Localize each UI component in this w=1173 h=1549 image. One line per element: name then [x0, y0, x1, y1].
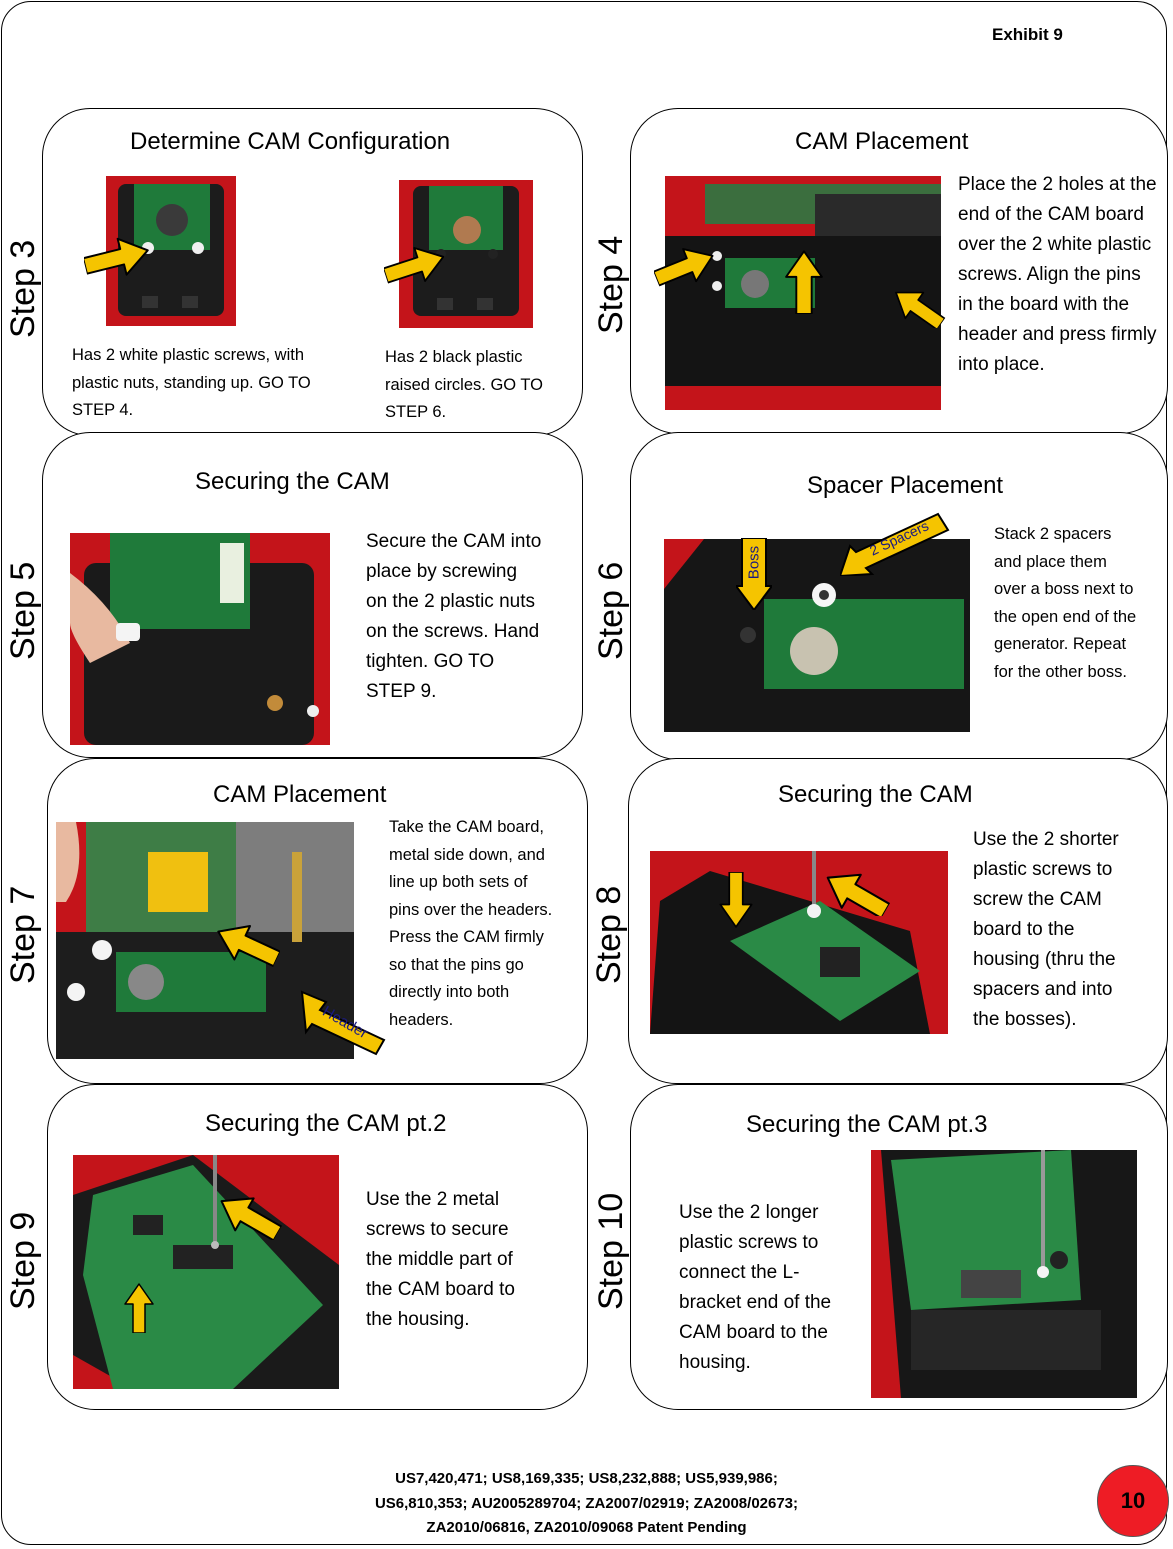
step7-text: Take the CAM board, metal side down, and… — [389, 818, 553, 1029]
step10-title: Securing the CAM pt.3 — [746, 1111, 988, 1138]
exhibit-label: Exhibit 9 — [992, 25, 1063, 44]
page-number-badge: 10 — [1097, 1465, 1169, 1537]
step3-title: Determine CAM Configuration — [130, 128, 451, 155]
step8-arrow-down — [719, 872, 753, 928]
step10-photo — [871, 1150, 1137, 1398]
patent-line-1: US7,420,471; US8,169,335; US8,232,888; U… — [395, 1470, 778, 1487]
step4-text: Place the 2 holes at the end of the CAM … — [958, 174, 1157, 375]
step4-title: CAM Placement — [795, 128, 969, 155]
step4-label: Step 4 — [592, 235, 630, 334]
step3-right-caption: Has 2 black plastic raised circles. GO T… — [385, 348, 544, 421]
step3-right-arrow — [384, 244, 446, 288]
step9-arrow-up — [124, 1283, 154, 1333]
header-callout: Header — [300, 990, 386, 1056]
step5-label: Step 5 — [4, 561, 42, 660]
patent-notice: US7,420,471; US8,169,335; US8,232,888; U… — [0, 1467, 1173, 1541]
boss-callout-text: Boss — [745, 545, 763, 580]
step9-title: Securing the CAM pt.2 — [205, 1110, 447, 1137]
step6-label: Step 6 — [592, 561, 630, 660]
step3-left-arrow — [84, 236, 150, 280]
step8-title: Securing the CAM — [778, 781, 973, 808]
step6-title: Spacer Placement — [807, 472, 1004, 499]
step8-arrow-diag — [822, 872, 890, 916]
step10-label: Step 10 — [592, 1192, 630, 1310]
patent-line-2: US6,810,353; AU2005289704; ZA2007/02919;… — [374, 1494, 799, 1512]
step7-title: CAM Placement — [213, 781, 387, 808]
step4-arrow-left — [654, 246, 716, 288]
step4-arrow-up — [785, 250, 823, 314]
step9-arrow-diag — [216, 1194, 282, 1240]
step10-text: Use the 2 longer plastic screws to conne… — [679, 1202, 832, 1373]
step7-arrow — [214, 922, 280, 968]
spacers-callout: 2 Spacers — [838, 508, 950, 578]
step9-photo — [73, 1155, 339, 1389]
patent-line-3: ZA2010/06816, ZA2010/09068 Patent Pendin… — [426, 1519, 747, 1536]
step3-right-photo — [399, 180, 533, 328]
step5-photo — [70, 533, 330, 745]
step8-text: Use the 2 shorter plastic screws to scre… — [973, 829, 1119, 1030]
step3-label: Step 3 — [4, 239, 42, 338]
step4-arrow-right — [890, 288, 946, 328]
step5-title: Securing the CAM — [195, 468, 390, 495]
step5-text: Secure the CAM into place by screwing on… — [366, 531, 542, 702]
step6-text: Stack 2 spacers and place them over a bo… — [994, 525, 1137, 681]
step3-left-caption: Has 2 white plastic screws, with plastic… — [72, 346, 311, 419]
step8-photo — [650, 851, 948, 1034]
boss-callout: Boss — [734, 537, 774, 612]
step9-label: Step 9 — [4, 1211, 42, 1310]
step9-text: Use the 2 metal screws to secure the mid… — [366, 1189, 515, 1330]
step8-label: Step 8 — [590, 885, 628, 984]
step7-label: Step 7 — [4, 885, 42, 984]
